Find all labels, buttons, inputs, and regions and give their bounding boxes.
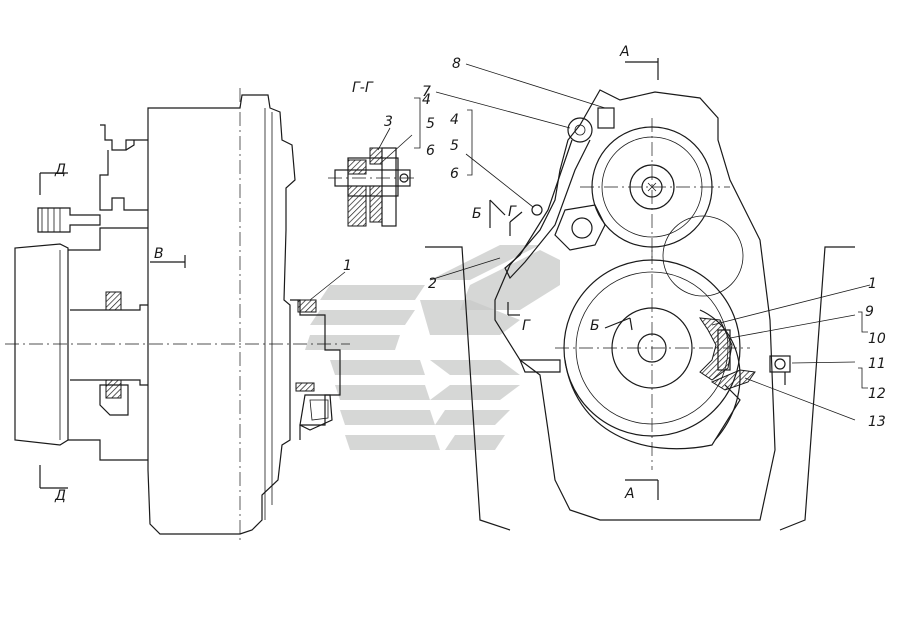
callout-1-left: 1 (343, 258, 352, 274)
seal-upper-right (297, 299, 317, 313)
callout-6-gg: 6 (426, 143, 435, 159)
view-b-label: Б (472, 206, 482, 222)
section-gg-detail (328, 97, 421, 227)
callout-5: 5 (450, 138, 459, 154)
seal-upper-left (105, 291, 122, 311)
view-d-top-label: Д (54, 162, 66, 178)
callout-12: 12 (868, 386, 886, 402)
right-assembly (425, 58, 871, 531)
callout-4: 4 (450, 112, 459, 128)
callout-3: 3 (384, 114, 393, 130)
seal-lower-right (295, 382, 315, 392)
callout-2: 2 (428, 276, 437, 292)
view-b2-label: Б (590, 318, 600, 334)
callout-1-right: 1 (868, 276, 877, 292)
callout-7: 7 (422, 84, 431, 100)
callout-11: 11 (868, 356, 886, 372)
callout-8: 8 (452, 56, 461, 72)
callout-6: 6 (450, 166, 459, 182)
section-a-bottom-label: А (624, 486, 635, 502)
callout-13: 13 (868, 414, 886, 430)
seal-lower-left (105, 379, 122, 399)
callout-9: 9 (865, 304, 874, 320)
left-assembly (5, 88, 350, 540)
view-v-label: В (154, 246, 164, 262)
view-g2-label: Г (522, 318, 531, 334)
callout-4-gg: 4 (422, 92, 431, 108)
view-g1-label: Г (508, 204, 517, 220)
section-a-top-label: А (619, 44, 630, 60)
view-d-bottom-label: Д (54, 488, 66, 504)
callout-5-gg: 5 (426, 116, 435, 132)
callout-10: 10 (868, 331, 886, 347)
bearing-hatch (698, 317, 733, 381)
section-gg-title: Г-Г (352, 80, 374, 96)
